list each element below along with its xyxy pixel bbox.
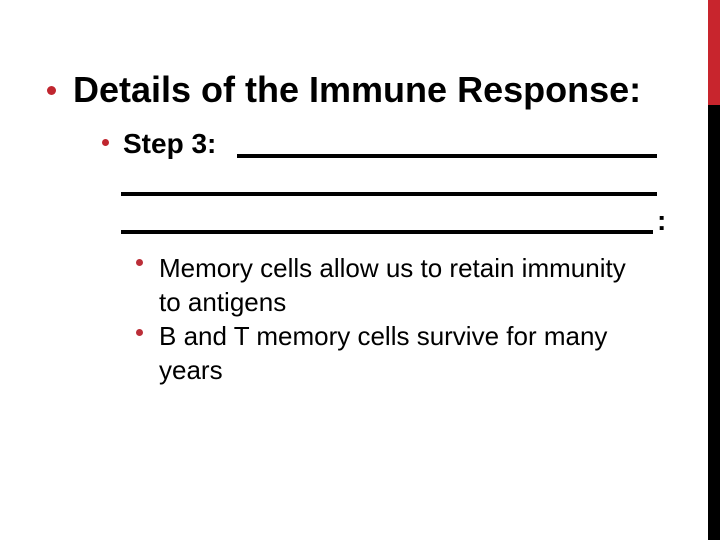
title-bullet-icon xyxy=(47,86,56,95)
bullet-item-b-and-t-cells: B and T memory cells survive for many ye… xyxy=(159,319,607,387)
bullet-text-line: years xyxy=(159,355,223,385)
blank-line-2 xyxy=(121,192,657,196)
blank-trailing-colon: : xyxy=(657,205,667,236)
blank-line-3 xyxy=(121,230,653,234)
accent-bar-black xyxy=(708,105,720,540)
bullet-icon xyxy=(136,329,143,336)
step-bullet-icon xyxy=(102,139,109,146)
slide-title: Details of the Immune Response: xyxy=(73,69,642,110)
bullet-text-line: B and T memory cells survive for many xyxy=(159,321,608,351)
bullet-icon xyxy=(136,259,143,266)
blank-line-1 xyxy=(237,154,657,158)
step-label: Step 3: xyxy=(123,128,217,159)
bullet-item-memory-cells: Memory cells allow us to retain immunity… xyxy=(159,251,626,319)
accent-bar-red xyxy=(708,0,720,105)
bullet-text-line: to antigens xyxy=(159,287,287,317)
bullet-text-line: Memory cells allow us to retain immunity xyxy=(159,253,626,283)
